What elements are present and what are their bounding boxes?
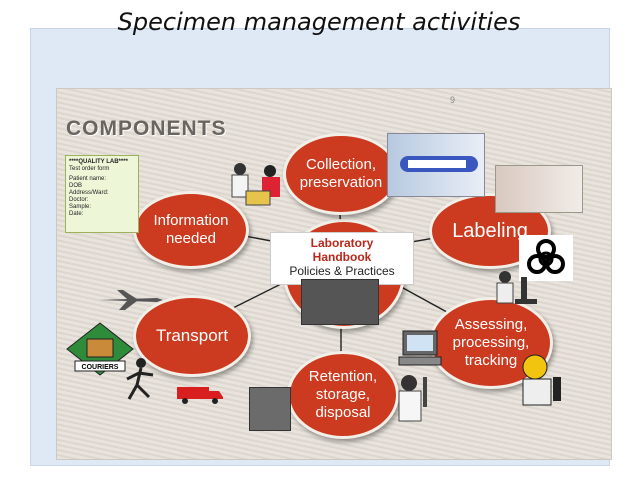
storage-freezer-photo xyxy=(249,387,291,431)
node-collection: Collection, preservation xyxy=(283,133,399,215)
node-assessing: Assessing, processing, tracking xyxy=(429,297,553,389)
diagram-slide: 9 COMPONENTS Laboratory Handbook Policie… xyxy=(56,88,612,460)
pipette-worker-image xyxy=(387,371,445,431)
biohazard-icon xyxy=(519,235,573,281)
running-courier-image xyxy=(123,357,159,403)
nurse-patient-image xyxy=(222,159,288,211)
form-field: Date: xyxy=(69,211,84,217)
test-tube-photo xyxy=(387,133,485,197)
node-retention-label: Retention, storage, disposal xyxy=(308,368,378,421)
form-field: DOB xyxy=(69,183,83,189)
node-retention: Retention, storage, disposal xyxy=(287,351,399,439)
node-information: Information needed xyxy=(133,191,249,269)
form-field: Patient name: xyxy=(69,176,107,182)
center-box: Laboratory Handbook Policies & Practices xyxy=(270,232,414,285)
couriers-label: COURIERS xyxy=(82,364,119,371)
form-field: Sample: xyxy=(69,204,92,210)
page-title: Specimen management activities xyxy=(117,8,521,36)
node-transport-label: Transport xyxy=(155,326,229,345)
center-line3: Policies & Practices xyxy=(289,264,395,278)
page-number: 9 xyxy=(449,95,455,105)
node-assessing-label: Assessing, processing, tracking xyxy=(452,316,530,369)
node-transport: Transport xyxy=(133,295,251,377)
computer-image xyxy=(397,329,443,369)
components-heading: COMPONENTS xyxy=(66,117,227,140)
node-information-label: Information needed xyxy=(153,212,229,247)
test-order-form: ****QUALITY LAB**** Test order form Pati… xyxy=(65,155,139,233)
airplane-image xyxy=(97,289,165,311)
form-field: Address/Ward: xyxy=(69,190,109,196)
node-labeling-label: Labeling xyxy=(452,220,528,242)
sample-handling-photo xyxy=(495,165,583,213)
center-line2: Handbook xyxy=(312,250,372,264)
microscope-scientist-image xyxy=(493,269,543,307)
gas-mask-technician-image xyxy=(513,351,575,409)
couriers-box-image: COURIERS xyxy=(65,321,135,377)
form-header: ****QUALITY LAB**** xyxy=(69,159,128,165)
delivery-van-image xyxy=(175,383,225,405)
form-field: Doctor: xyxy=(69,197,89,203)
centrifuge-image xyxy=(301,279,379,325)
center-line1: Laboratory xyxy=(310,236,374,250)
node-collection-label: Collection, preservation xyxy=(299,156,383,191)
form-subheader: Test order form xyxy=(69,166,110,172)
